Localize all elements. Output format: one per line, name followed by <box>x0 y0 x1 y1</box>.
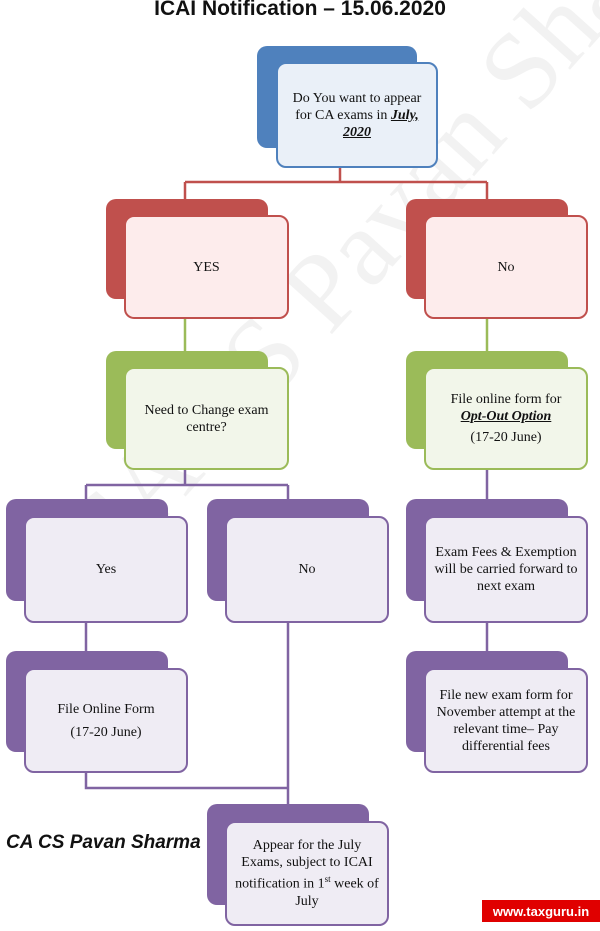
appear-text: Appear for the July Exams, subject to IC… <box>235 838 379 909</box>
november-node: File new exam form for November attempt … <box>406 651 588 773</box>
author-signature: CA CS Pavan Sharma <box>6 832 201 853</box>
question-text: Do You want to appear for CA exams in Ju… <box>292 90 422 140</box>
optout-node: File online form for Opt-Out Option (17-… <box>406 351 588 470</box>
november-text: File new exam form for November attempt … <box>436 687 576 754</box>
diagram-title: ICAI Notification – 15.06.2020 <box>154 0 446 20</box>
appear-node: Appear for the July Exams, subject to IC… <box>207 804 389 926</box>
site-badge: www.taxguru.in <box>482 900 600 922</box>
no-node: No <box>406 199 588 320</box>
change-centre-node: Need to Change exam centre? <box>106 351 289 470</box>
yes-label: YES <box>193 259 220 275</box>
file-online-line1: File Online Form <box>57 701 155 717</box>
carry-forward-node: Exam Fees & Exemption will be carried fo… <box>406 499 588 623</box>
centre-no-label: No <box>298 562 316 577</box>
yes-node: YES <box>106 199 289 320</box>
optout-dates: (17-20 June) <box>470 430 542 445</box>
no-label: No <box>497 259 515 275</box>
centre-yes-label: Yes <box>95 562 117 577</box>
centre-yes-node: Yes <box>6 499 188 623</box>
file-online-dates: (17-20 June) <box>70 724 142 740</box>
carry-forward-text: Exam Fees & Exemption will be carried fo… <box>434 545 578 594</box>
centre-no-node: No <box>207 499 389 623</box>
file-online-node: File Online Form (17-20 June) <box>6 651 188 773</box>
optout-emph: Opt-Out Option <box>460 409 552 424</box>
optout-pre: File online form for <box>450 392 562 407</box>
question-node: Do You want to appear for CA exams in Ju… <box>257 46 438 169</box>
change-centre-text: Need to Change exam centre? <box>144 402 269 435</box>
